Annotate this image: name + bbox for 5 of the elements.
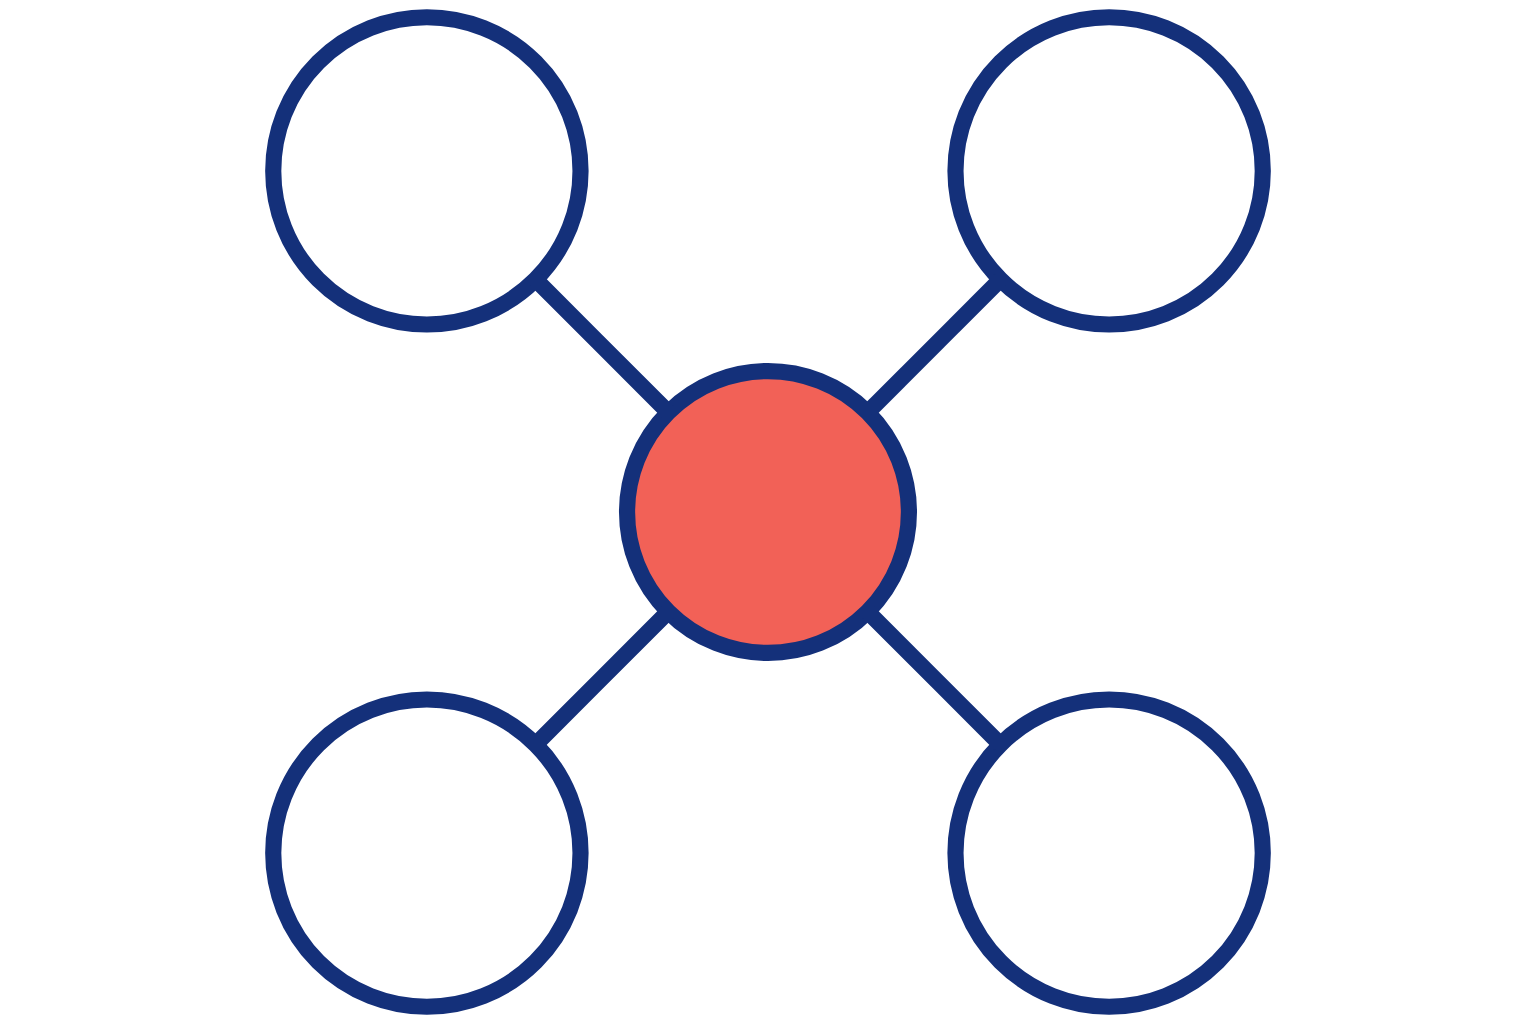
node-circle xyxy=(618,363,917,662)
node-circle xyxy=(947,9,1271,333)
node-circle xyxy=(947,691,1271,1015)
node-circle xyxy=(265,9,589,333)
node-circle xyxy=(265,691,589,1015)
